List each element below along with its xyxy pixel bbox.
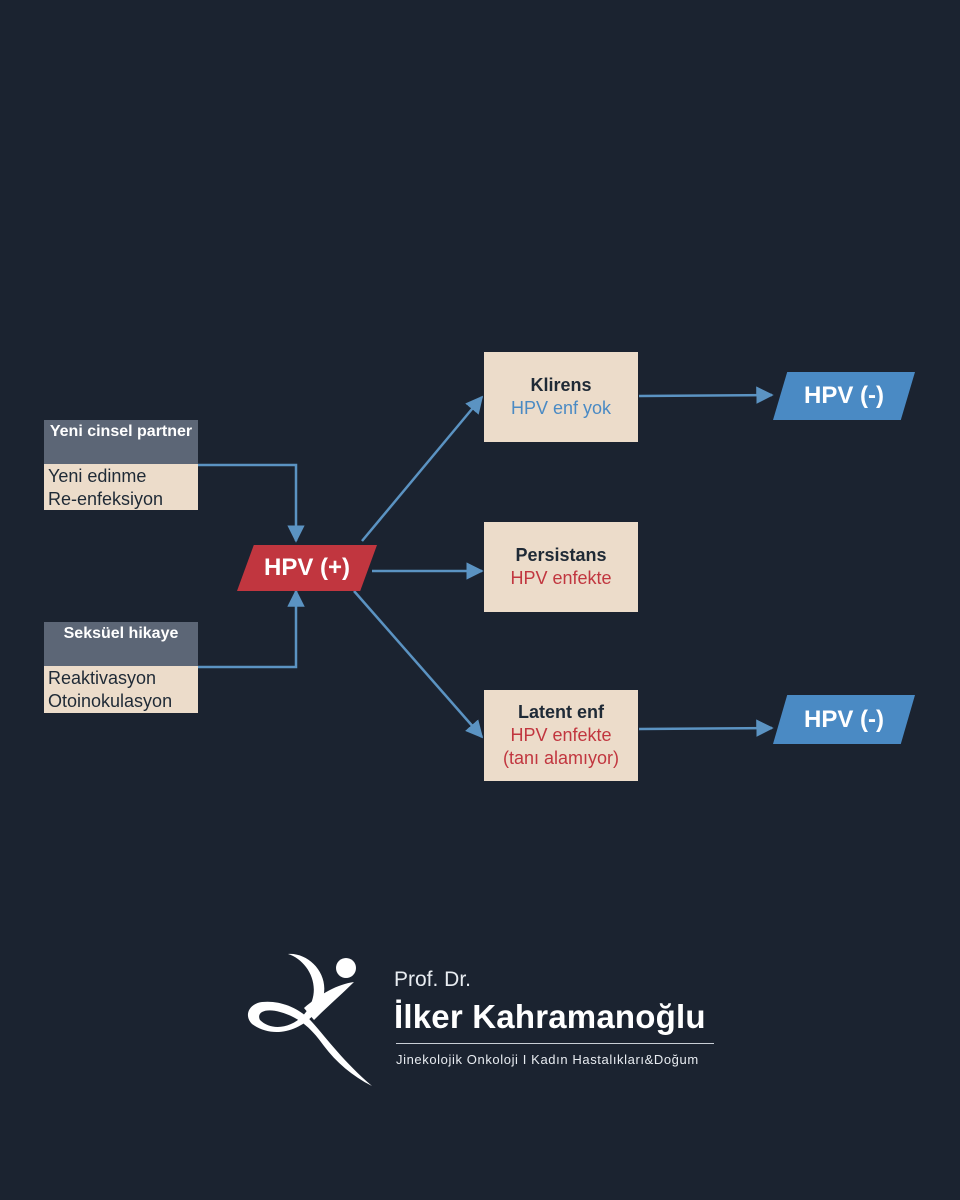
ribbon-figure-icon bbox=[247, 953, 372, 1086]
arrow-history-to-hpv-positive bbox=[198, 589, 305, 669]
outcome-title: Persistans bbox=[515, 545, 607, 565]
source-sexual-history-body: Reaktivasyon Otoinokulasyon bbox=[44, 666, 198, 713]
hpv-negative-node: HPV (-) bbox=[773, 372, 915, 420]
source-line: Reaktivasyon bbox=[48, 668, 157, 688]
outcome-title: Klirens bbox=[530, 375, 592, 395]
logo-name: İlker Kahramanoğlu bbox=[394, 998, 706, 1035]
arrow-hpv-positive-to-latent bbox=[353, 590, 484, 739]
outcome-latent: Latent enf HPV enfekte (tanı alamıyor) bbox=[484, 690, 638, 781]
brand-logo: Prof. Dr. İlker Kahramanoğlu Jinekolojik… bbox=[244, 950, 724, 1090]
source-line: Yeni edinme bbox=[48, 466, 147, 486]
outcome-title: Latent enf bbox=[517, 702, 604, 722]
source-sexual-history: Seksüel hikaye Reaktivasyon Otoinokulasy… bbox=[44, 622, 198, 713]
outcome-klirens: Klirens HPV enf yok bbox=[484, 352, 638, 442]
source-line: Re-enfeksiyon bbox=[48, 489, 164, 509]
logo-divider bbox=[396, 1043, 714, 1044]
logo-tagline: Jinekolojik Onkoloji I Kadın Hastalıklar… bbox=[396, 1052, 699, 1067]
arrow-latent-to-hpv-negative bbox=[638, 719, 774, 737]
source-sexual-history-title: Seksüel hikaye bbox=[44, 622, 198, 666]
outcome-line: HPV enf yok bbox=[510, 398, 612, 418]
source-line: Otoinokulasyon bbox=[48, 691, 173, 711]
source-new-partner: Yeni cinsel partner Yeni edinme Re-enfek… bbox=[44, 420, 198, 510]
outcome-line: (tanı alamıyor) bbox=[502, 748, 620, 768]
outcome-persistans: Persistans HPV enfekte bbox=[484, 522, 638, 612]
source-new-partner-body: Yeni edinme Re-enfeksiyon bbox=[44, 464, 198, 510]
logo-prefix: Prof. Dr. bbox=[394, 968, 472, 991]
outcome-line: HPV enfekte bbox=[510, 568, 612, 588]
source-new-partner-title: Yeni cinsel partner bbox=[44, 420, 198, 464]
hpv-negative-node: HPV (-) bbox=[773, 695, 915, 744]
arrow-partner-to-hpv-positive bbox=[198, 463, 305, 543]
outcome-line: HPV enfekte bbox=[510, 725, 612, 745]
hpv-positive-node: HPV (+) bbox=[237, 545, 377, 591]
arrow-hpv-positive-to-klirens bbox=[361, 395, 484, 542]
arrow-klirens-to-hpv-negative bbox=[638, 386, 774, 404]
